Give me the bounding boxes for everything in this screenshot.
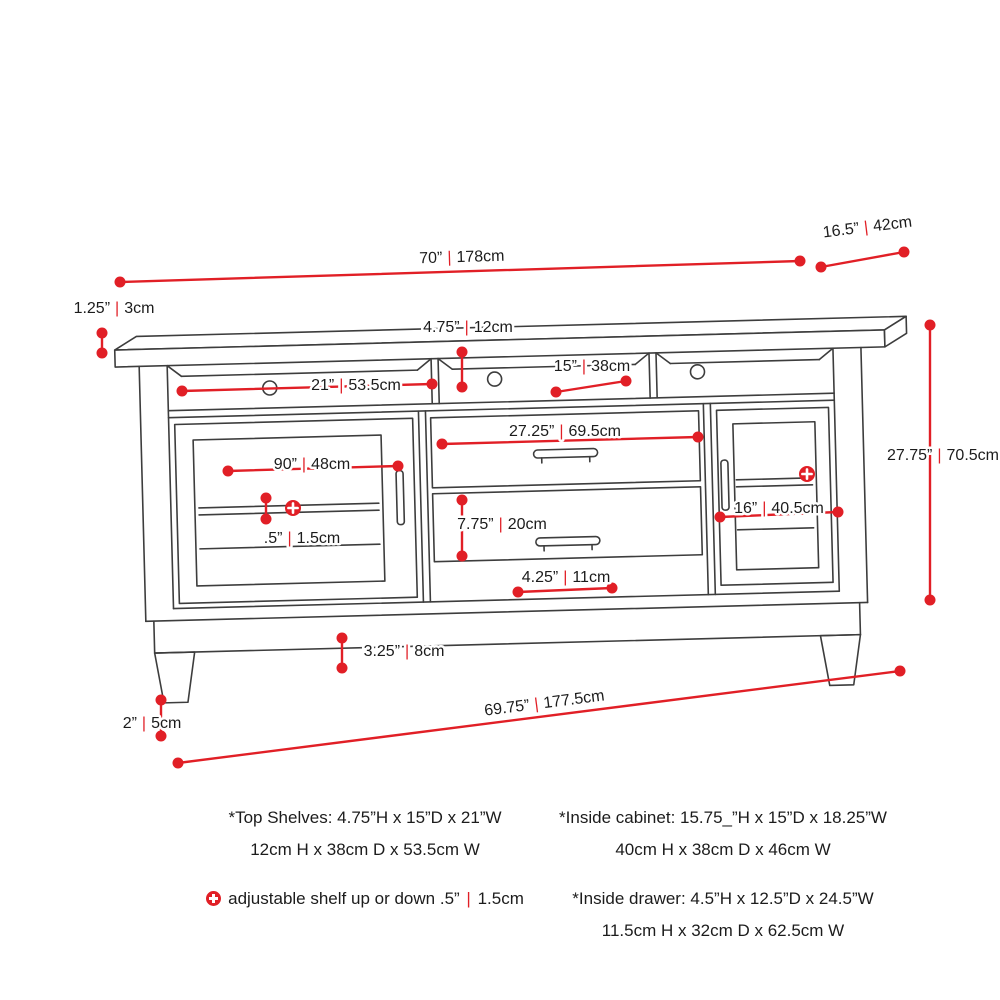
footnote-adjustable-shelf: adjustable shelf up or down .5” | 1.5cm xyxy=(140,883,590,915)
top-drawer xyxy=(429,409,702,489)
cable-hole xyxy=(486,371,503,387)
label-shelf-depth: 15”|38cm xyxy=(554,358,630,375)
door-frame xyxy=(173,417,419,605)
side-panels xyxy=(138,346,869,623)
label-base-rail-height: 3.25”|8cm xyxy=(364,643,445,660)
dim-top-depth: 16.5”|42cm xyxy=(815,211,916,273)
top-shelf-row xyxy=(166,347,836,419)
drawer-handle xyxy=(535,535,601,547)
footnote-inside-cabinet-imperial: *Inside cabinet: 15.75_”H x 15”D x 18.25… xyxy=(559,808,887,827)
dim-bottom-width: 69.75”|177.5cm xyxy=(172,665,906,769)
dim-left-shelf-width: 90”|48cm xyxy=(222,454,404,477)
adjustable-shelf-separator: | xyxy=(466,889,471,908)
label-top-width: 70”|178cm xyxy=(419,248,505,268)
dim-top-shelf-height: 4.75”|12cm xyxy=(421,317,515,393)
right-cabinet-door xyxy=(715,406,834,587)
adjustable-shelf-plus-icon xyxy=(206,891,222,906)
label-left-shelf-width: 90”|48cm xyxy=(274,456,350,473)
door-frame xyxy=(715,406,834,587)
dim-base-rail-height: 3.25”|8cm xyxy=(336,632,447,674)
door-glass xyxy=(732,420,820,571)
left-leg xyxy=(153,651,196,704)
adjustable-shelf-inches: .5” xyxy=(439,889,460,908)
label-bottom-width: 69.75”|177.5cm xyxy=(483,687,605,719)
dim-right-shelf-width: 16”|40.5cm xyxy=(714,498,844,523)
adjustable-shelf-text: adjustable shelf up or down xyxy=(228,889,436,908)
label-drawer-width: 27.25”|69.5cm xyxy=(509,423,621,440)
cabinet-shelf xyxy=(199,543,381,550)
cabinet-shelf xyxy=(736,527,815,531)
bottom-drawer xyxy=(431,485,704,563)
label-top-depth: 16.5”|42cm xyxy=(822,214,913,242)
furniture-drawing xyxy=(113,315,908,704)
dim-top-shelf-width: 21”|53.5cm xyxy=(176,375,438,397)
footnote-top-shelves-metric: 12cm H x 38cm D x 53.5cm W xyxy=(250,840,480,859)
base-rail xyxy=(145,590,869,654)
label-top-shelf-width: 21”|53.5cm xyxy=(311,377,401,394)
label-right-shelf-width: 16”|40.5cm xyxy=(734,500,824,517)
dim-drawer-front-height: 4.25”|11cm xyxy=(512,567,618,598)
dim-leg-height: 2”|5cm xyxy=(120,694,184,742)
footnote-inside-cabinet-metric: 40cm H x 38cm D x 46cm W xyxy=(615,840,831,859)
footnote-top-shelves-imperial: *Top Shelves: 4.75”H x 15”D x 21”W xyxy=(228,808,502,827)
tabletop xyxy=(113,315,908,368)
cabinet-shelf xyxy=(735,484,814,488)
door-glass xyxy=(192,434,386,587)
adjustable-shelf-icon xyxy=(285,500,301,516)
dim-top-thickness: 1.25”|3cm xyxy=(71,298,157,359)
label-drawer-section-height: 7.75”|20cm xyxy=(457,516,547,533)
footnotes-left-column: *Top Shelves: 4.75”H x 15”D x 21”W 12cm … xyxy=(140,802,590,915)
dim-shelf-adjustment: .5”|1.5cm xyxy=(260,492,343,550)
dim-drawer-section-height: 7.75”|20cm xyxy=(455,494,549,562)
adjustable-shelf-cm: 1.5cm xyxy=(477,889,524,908)
dim-drawer-width: 27.25”|69.5cm xyxy=(436,421,704,450)
cabinet-shelf xyxy=(735,477,814,481)
label-drawer-front-height: 4.25”|11cm xyxy=(522,569,611,586)
drawer-handle xyxy=(532,447,599,459)
label-top-shelf-height: 4.75”|12cm xyxy=(423,319,513,336)
label-overall-height: 27.75”|70.5cm xyxy=(887,447,999,464)
label-shelf-adjustment: .5”|1.5cm xyxy=(264,530,340,547)
label-top-thickness: 1.25”|3cm xyxy=(74,300,155,317)
footnote-inside-drawer-imperial: *Inside drawer: 4.5”H x 12.5”D x 24.5”W xyxy=(572,889,874,908)
cable-hole xyxy=(689,363,706,380)
partitions xyxy=(417,402,717,603)
right-leg xyxy=(819,633,862,687)
footnotes-right-column: *Inside cabinet: 15.75_”H x 15”D x 18.25… xyxy=(528,802,918,947)
dim-overall-height: 27.75”|70.5cm xyxy=(885,319,1000,606)
footnote-inside-drawer-metric: 11.5cm H x 32cm D x 62.5cm W xyxy=(601,921,845,940)
door-handle xyxy=(720,459,730,511)
label-leg-height: 2”|5cm xyxy=(123,715,182,732)
adjustable-shelf-icon xyxy=(799,466,815,482)
dim-top-width: 70”|178cm xyxy=(114,245,806,288)
dim-shelf-depth: 15”|38cm xyxy=(550,356,633,398)
door-handle xyxy=(395,469,406,526)
